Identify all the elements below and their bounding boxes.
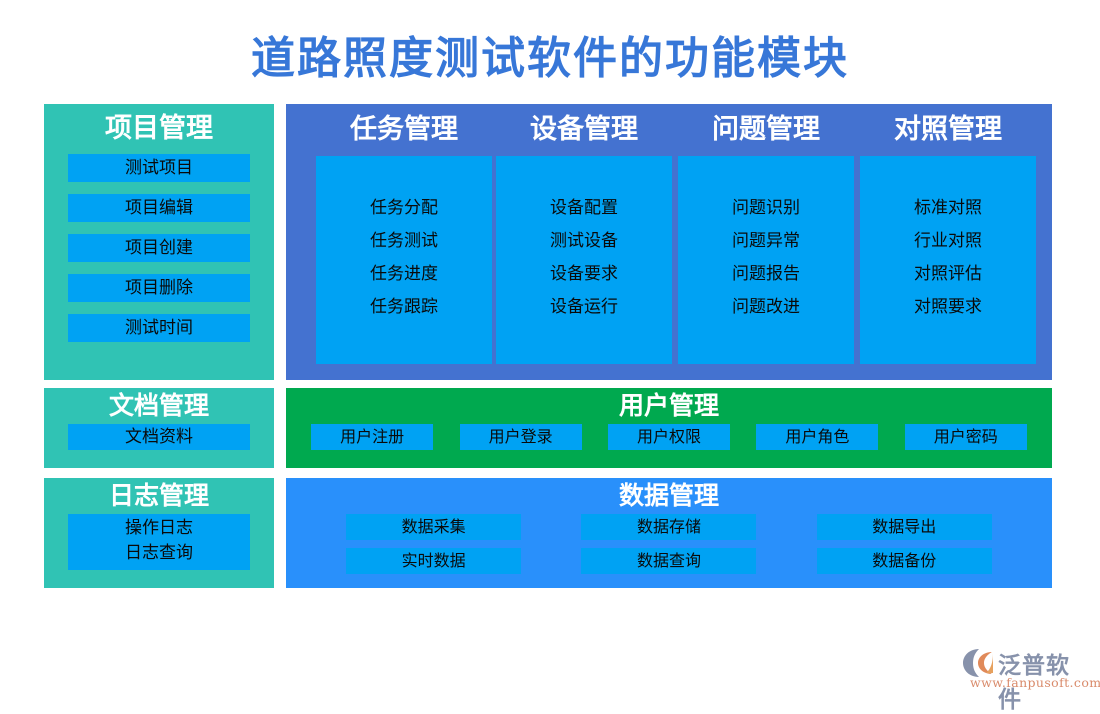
panel-issue-management-title: 问题管理 [712, 114, 820, 145]
panel-data-management: 数据管理 数据采集 数据存储 数据导出 实时数据 数据查询 数据备份 [286, 478, 1052, 588]
panel-user-management: 用户管理 用户注册 用户登录 用户权限 用户角色 用户密码 [286, 388, 1052, 468]
data-item-query[interactable]: 数据查询 [581, 548, 757, 574]
device-item-config[interactable]: 设备配置 [550, 198, 618, 218]
data-item-list: 数据采集 数据存储 数据导出 实时数据 数据查询 数据备份 [286, 512, 1052, 574]
data-item-realtime[interactable]: 实时数据 [346, 548, 522, 574]
data-item-storage[interactable]: 数据存储 [581, 514, 757, 540]
task-item-track[interactable]: 任务跟踪 [370, 297, 438, 317]
task-item-assign[interactable]: 任务分配 [370, 198, 438, 218]
project-item-list: 测试项目 项目编辑 项目创建 项目删除 测试时间 [44, 146, 274, 342]
panel-module-group: 任务管理 任务分配 任务测试 任务进度 任务跟踪 设备管理 设备配置 测试设备 … [286, 104, 1052, 380]
user-item-register[interactable]: 用户注册 [311, 424, 434, 450]
panel-project-management: 项目管理 测试项目 项目编辑 项目创建 项目删除 测试时间 [44, 104, 274, 380]
issue-item-anomaly[interactable]: 问题异常 [732, 231, 800, 251]
project-item-test-project[interactable]: 测试项目 [68, 154, 250, 182]
task-item-list: 任务分配 任务测试 任务进度 任务跟踪 [316, 156, 492, 364]
log-item-group[interactable]: 操作日志 日志查询 [68, 514, 250, 570]
user-item-permission[interactable]: 用户权限 [607, 424, 730, 450]
issue-item-list: 问题识别 问题异常 问题报告 问题改进 [678, 156, 854, 364]
comparison-item-industry[interactable]: 行业对照 [914, 231, 982, 251]
company-logo: 泛普软件 www.fanpusoft.com [962, 646, 1100, 713]
panel-comparison-management-title: 对照管理 [894, 114, 1002, 145]
panel-log-management-title: 日志管理 [108, 481, 209, 510]
device-item-list: 设备配置 测试设备 设备要求 设备运行 [496, 156, 672, 364]
user-item-password[interactable]: 用户密码 [904, 424, 1027, 450]
logo-url: www.fanpusoft.com [970, 675, 1100, 690]
device-item-test-device[interactable]: 测试设备 [550, 231, 618, 251]
data-item-export[interactable]: 数据导出 [816, 514, 992, 540]
issue-item-report[interactable]: 问题报告 [732, 264, 800, 284]
document-item-materials[interactable]: 文档资料 [68, 424, 250, 450]
task-item-progress[interactable]: 任务进度 [370, 264, 438, 284]
panel-issue-management: 问题管理 问题识别 问题异常 问题报告 问题改进 [678, 112, 854, 364]
comparison-item-list: 标准对照 行业对照 对照评估 对照要求 [860, 156, 1036, 364]
project-item-create-project[interactable]: 项目创建 [68, 234, 250, 262]
issue-item-improve[interactable]: 问题改进 [732, 297, 800, 317]
panel-document-management: 文档管理 文档资料 [44, 388, 274, 468]
comparison-item-evaluate[interactable]: 对照评估 [914, 264, 982, 284]
log-item-log-query[interactable]: 日志查询 [125, 543, 193, 563]
user-item-list: 用户注册 用户登录 用户权限 用户角色 用户密码 [286, 422, 1052, 450]
panel-device-management-title: 设备管理 [530, 114, 638, 145]
panel-user-management-title: 用户管理 [618, 391, 719, 420]
user-item-login[interactable]: 用户登录 [459, 424, 582, 450]
task-item-test[interactable]: 任务测试 [370, 231, 438, 251]
panel-comparison-management: 对照管理 标准对照 行业对照 对照评估 对照要求 [860, 112, 1036, 364]
project-item-delete-project[interactable]: 项目删除 [68, 274, 250, 302]
data-item-collection[interactable]: 数据采集 [346, 514, 522, 540]
page-title: 道路照度测试软件的功能模块 [251, 33, 849, 84]
log-item-operation-log[interactable]: 操作日志 [125, 518, 193, 538]
panel-document-management-title: 文档管理 [108, 391, 209, 420]
project-item-test-time[interactable]: 测试时间 [68, 314, 250, 342]
panel-task-management-title: 任务管理 [350, 114, 458, 145]
comparison-item-standard[interactable]: 标准对照 [914, 198, 982, 218]
panel-device-management: 设备管理 设备配置 测试设备 设备要求 设备运行 [496, 112, 672, 364]
comparison-item-requirement[interactable]: 对照要求 [914, 297, 982, 317]
panel-task-management: 任务管理 任务分配 任务测试 任务进度 任务跟踪 [316, 112, 492, 364]
document-item-list: 文档资料 [44, 422, 274, 450]
device-item-operation[interactable]: 设备运行 [550, 297, 618, 317]
issue-item-identify[interactable]: 问题识别 [732, 198, 800, 218]
panel-project-management-title: 项目管理 [105, 113, 213, 144]
panel-data-management-title: 数据管理 [618, 481, 719, 510]
project-item-edit-project[interactable]: 项目编辑 [68, 194, 250, 222]
user-item-role[interactable]: 用户角色 [756, 424, 879, 450]
panel-log-management: 日志管理 操作日志 日志查询 [44, 478, 274, 588]
data-item-backup[interactable]: 数据备份 [816, 548, 992, 574]
log-item-list: 操作日志 日志查询 [44, 512, 274, 570]
device-item-requirement[interactable]: 设备要求 [550, 264, 618, 284]
fanpusoft-logo-icon [963, 649, 993, 677]
